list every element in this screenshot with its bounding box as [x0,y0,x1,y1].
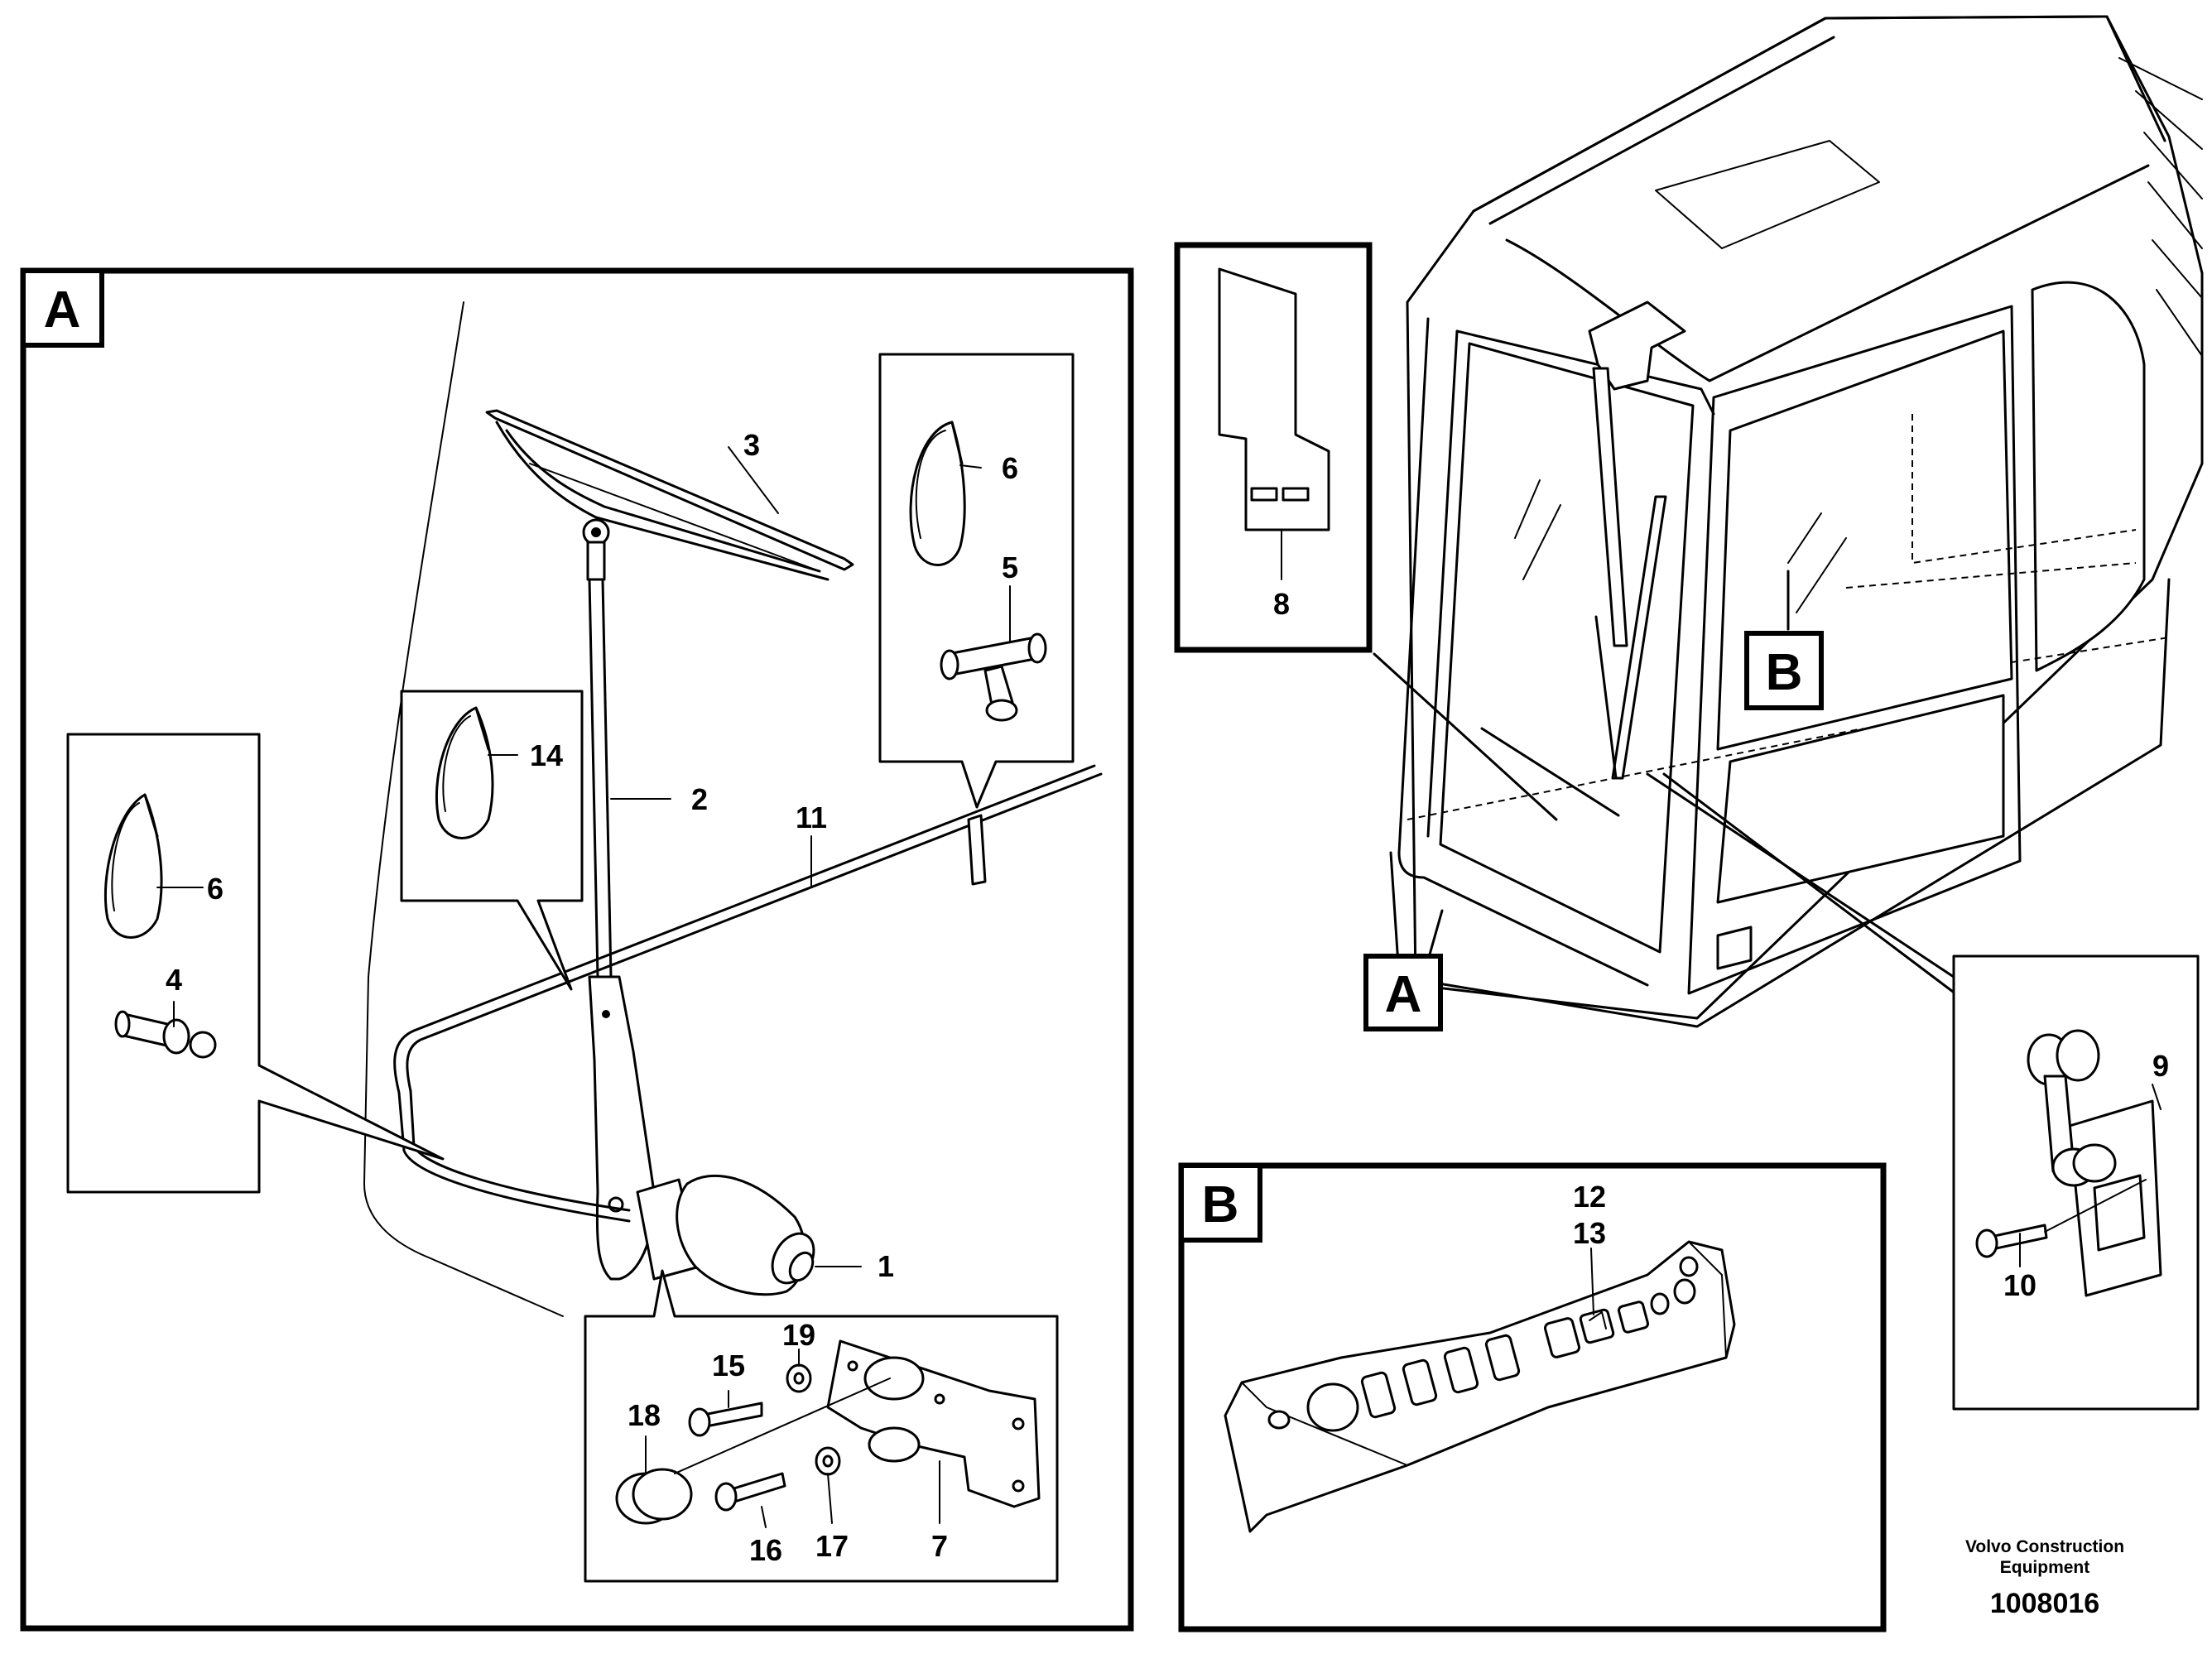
cab-label-b: B [1766,644,1803,701]
cab-overview: B A [1363,15,2204,1031]
callout-2: 2 [691,782,708,816]
callout-4: 4 [166,963,182,997]
callout-8: 8 [1273,587,1290,621]
view-b-panel: B 12 13 [1178,1162,1887,1632]
view-b-label: B [1202,1176,1239,1233]
cab-label-a: A [1385,966,1422,1023]
callout-15: 15 [712,1349,745,1382]
wiper-motor [636,1174,815,1296]
brand-line-2: Equipment [2000,1558,2090,1577]
switch-panel [1224,1240,1736,1533]
wiper-blade [485,409,854,581]
detail-box-arm-clip [400,690,584,991]
callout-19: 19 [782,1318,815,1352]
callout-7: 7 [931,1529,948,1563]
cab-pillar-outline [363,301,564,1317]
document-number: 1008016 [1990,1588,2099,1619]
detail-box-limit-switch: 9 10 [1952,954,2200,1411]
detail-box-hose-clip [878,353,1075,809]
callout-6-a: 6 [1002,451,1018,485]
wiper-arm [588,578,656,1281]
callout-1: 1 [878,1249,894,1283]
callout-6-b: 6 [207,872,224,906]
callout-3: 3 [743,428,760,462]
detail-box-hose-valve [66,733,445,1194]
detail-box-plate: 8 [1174,242,1373,653]
callout-17: 17 [815,1529,849,1563]
callout-9: 9 [2152,1049,2169,1083]
callout-14: 14 [530,738,563,772]
callout-10: 10 [2003,1268,2036,1302]
callout-5: 5 [1002,551,1018,584]
callout-18: 18 [628,1398,661,1432]
view-a-panel: A [20,267,1134,1632]
callout-16: 16 [749,1533,782,1567]
callout-11: 11 [796,801,827,834]
footer-brand: Volvo Construction Equipment 1008016 [1965,1537,2124,1619]
callout-13: 13 [1573,1216,1606,1250]
washer-hose [393,764,1103,1223]
leader-lines-a [156,446,1011,1528]
callout-12: 12 [1573,1180,1606,1214]
brand-line-1: Volvo Construction [1965,1537,2124,1556]
view-a-label: A [44,281,81,339]
